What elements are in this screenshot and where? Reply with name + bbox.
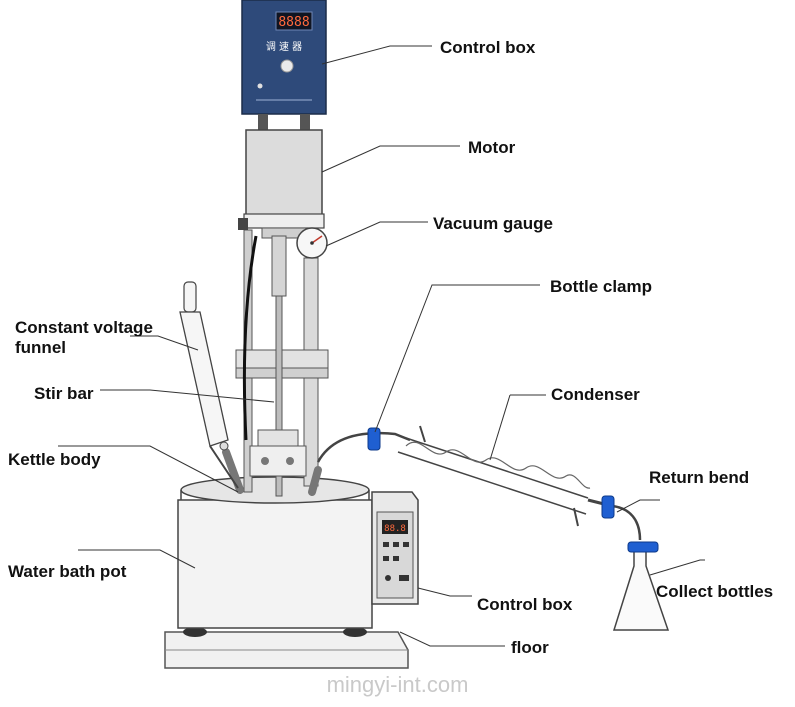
bath-control-box — [371, 491, 419, 605]
label-motor: Motor — [468, 138, 516, 157]
floor-plate — [164, 627, 409, 669]
top-display-text: 8888 — [278, 15, 309, 30]
label-stir-bar: Stir bar — [34, 384, 94, 403]
watermark: mingyi-int.com — [326, 672, 469, 697]
label-control-box-top: Control box — [440, 38, 536, 57]
bottle-clamps — [367, 427, 659, 553]
kettle-lid — [222, 429, 322, 496]
label-vacuum-gauge: Vacuum gauge — [433, 214, 553, 233]
leader-lines — [58, 45, 705, 647]
label-collect-bottles: Collect bottles — [656, 582, 774, 601]
stir-shaft — [271, 235, 287, 497]
water-bath-pot — [177, 476, 373, 629]
constant-voltage-funnel — [179, 281, 239, 489]
label-control-box-bottom: Control box — [477, 595, 573, 614]
label-kettle-body: Kettle body — [8, 450, 101, 469]
label-bottle-clamp: Bottle clamp — [550, 277, 653, 296]
motor-cable — [242, 235, 258, 441]
label-return-bend: Return bend — [649, 468, 750, 487]
label-floor: floor — [511, 638, 549, 657]
side-display-text: 88.8 — [384, 524, 406, 534]
motor — [238, 114, 325, 239]
label-condenser: Condenser — [551, 385, 640, 404]
collect-bottle — [611, 504, 670, 631]
top-panel-text: 调 速 器 — [266, 41, 302, 53]
label-constant-voltage-funnel: Constant voltage funnel — [15, 318, 153, 357]
vacuum-gauge — [296, 227, 328, 259]
label-water-bath-pot: Water bath pot — [8, 562, 127, 581]
top-control-box — [241, 0, 327, 115]
condenser — [316, 425, 613, 527]
